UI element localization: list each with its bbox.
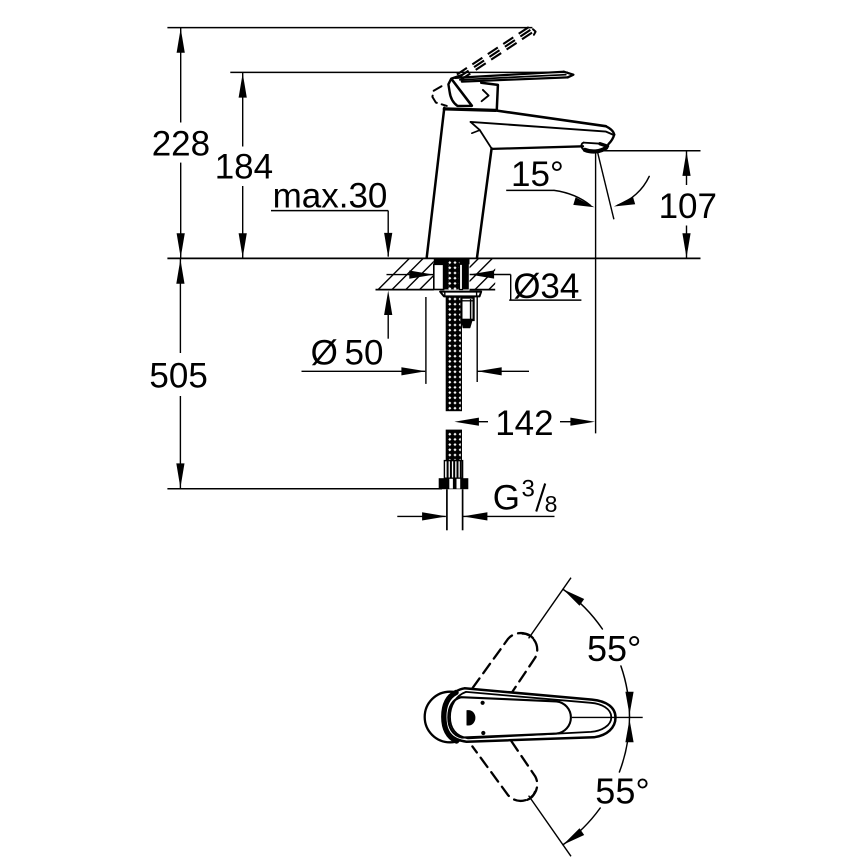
svg-text:50: 50 — [345, 334, 384, 373]
svg-text:15°: 15° — [511, 155, 564, 194]
svg-text:142: 142 — [495, 404, 553, 443]
svg-text:G: G — [493, 478, 520, 517]
svg-text:184: 184 — [215, 147, 273, 186]
svg-text:Ø34: Ø34 — [513, 267, 579, 306]
svg-text:505: 505 — [149, 357, 207, 396]
svg-text:Ø: Ø — [311, 334, 338, 373]
svg-text:8: 8 — [545, 491, 558, 517]
svg-text:3: 3 — [522, 476, 535, 503]
svg-text:55°: 55° — [595, 771, 649, 812]
svg-text:55°: 55° — [587, 628, 641, 669]
svg-text:228: 228 — [152, 125, 210, 164]
svg-text:107: 107 — [659, 187, 717, 226]
svg-text:max.30: max.30 — [273, 177, 388, 216]
